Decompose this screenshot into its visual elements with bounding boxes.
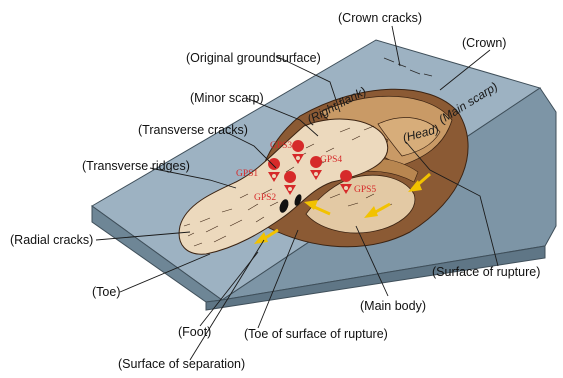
gps4-label: GPS4 (320, 155, 342, 165)
label-minor-scarp: (Minor scarp) (190, 91, 264, 105)
gps5-label: GPS5 (354, 185, 376, 195)
label-toe-of-surface-of-rupture: (Toe of surface of rupture) (244, 327, 388, 341)
label-main-body: (Main body) (360, 299, 426, 313)
label-radial-cracks: (Radial cracks) (10, 233, 93, 247)
label-surface-of-rupture: (Surface of rupture) (432, 265, 540, 279)
gps1-label: GPS1 (236, 169, 258, 179)
label-crown-cracks: (Crown cracks) (338, 11, 422, 25)
label-crown: (Crown) (462, 36, 506, 50)
label-foot: (Foot) (178, 325, 211, 339)
label-original-ground-surface: (Original groundsurface) (186, 51, 321, 65)
label-toe: (Toe) (92, 285, 120, 299)
label-transverse-ridges: (Transverse ridges) (82, 159, 190, 173)
label-transverse-cracks: (Transverse cracks) (138, 123, 248, 137)
label-surface-of-separation: (Surface of separation) (118, 357, 245, 371)
gps3-label: GPS3 (270, 141, 292, 151)
gps2-label: GPS2 (254, 193, 276, 203)
